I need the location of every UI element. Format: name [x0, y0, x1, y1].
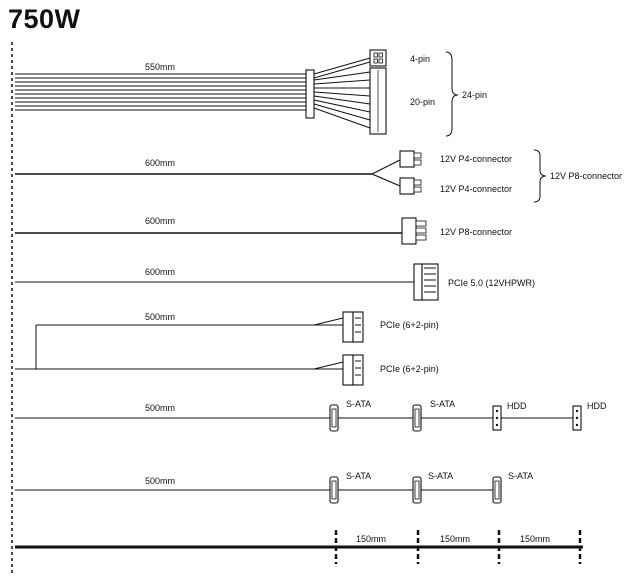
spacing-label: 150mm [440, 534, 470, 544]
pcie5-cable: 600mm PCIe 5.0 (12VHPWR) [15, 263, 535, 301]
pcie-62-connector-1 [342, 311, 354, 343]
12vhpwr-connector [413, 263, 423, 301]
p8-connector [401, 217, 417, 245]
eps-p4-cable: 600mm 12V P4-connector 12V P4-connector … [15, 149, 622, 203]
pcie-62-label-2: PCIe (6+2-pin) [380, 364, 439, 374]
row5-length: 500mm [145, 312, 175, 322]
diagram-title: 750W [8, 4, 81, 34]
p8-group-label: 12V P8-connector [550, 171, 622, 181]
sata-label: S-ATA [346, 471, 371, 481]
p4-connector-2 [399, 177, 415, 195]
sata-label: S-ATA [508, 471, 533, 481]
p8-brace [533, 149, 547, 203]
spacing-scale: 150mm 150mm 150mm [15, 530, 583, 564]
pcie-62-cable: 500mm PCIe (6+2-pin) PCIe (6+2-pin) [15, 311, 439, 386]
24pin-brace [445, 51, 459, 137]
hdd-label: HDD [507, 401, 527, 411]
p4-label-2: 12V P4-connector [440, 184, 512, 194]
sata-label: S-ATA [430, 399, 455, 409]
4pin-label: 4-pin [410, 54, 430, 64]
atx-24pin-cable: 550mm 4-pin 20-pin 24-pin [15, 49, 487, 137]
row4-length: 600mm [145, 267, 175, 277]
row7-length: 500mm [145, 476, 175, 486]
p4-label-1: 12V P4-connector [440, 154, 512, 164]
p4-connector-1 [399, 150, 415, 168]
cable-sleeve-clamp [305, 69, 315, 119]
sata-cable: 500mm S-ATA S-ATA S-ATA [15, 471, 533, 504]
pcie-62-label-1: PCIe (6+2-pin) [380, 320, 439, 330]
row1-length: 550mm [145, 62, 175, 72]
24pin-label: 24-pin [462, 90, 487, 100]
eps-p8-cable: 600mm 12V P8-connector [15, 216, 512, 245]
sata-hdd-cable: 500mm S-ATA S-ATA HDD HDD [15, 399, 607, 432]
row6-length: 500mm [145, 403, 175, 413]
row2-length: 600mm [145, 158, 175, 168]
hdd-label: HDD [587, 401, 607, 411]
pcie-62-connector-2 [342, 354, 354, 386]
pcie5-label: PCIe 5.0 (12VHPWR) [448, 278, 535, 288]
p8-label: 12V P8-connector [440, 227, 512, 237]
spacing-label: 150mm [356, 534, 386, 544]
sata-label: S-ATA [428, 471, 453, 481]
4pin-connector [369, 49, 387, 67]
sata-label: S-ATA [346, 399, 371, 409]
row3-length: 600mm [145, 216, 175, 226]
20pin-label: 20-pin [410, 97, 435, 107]
spacing-label: 150mm [520, 534, 550, 544]
